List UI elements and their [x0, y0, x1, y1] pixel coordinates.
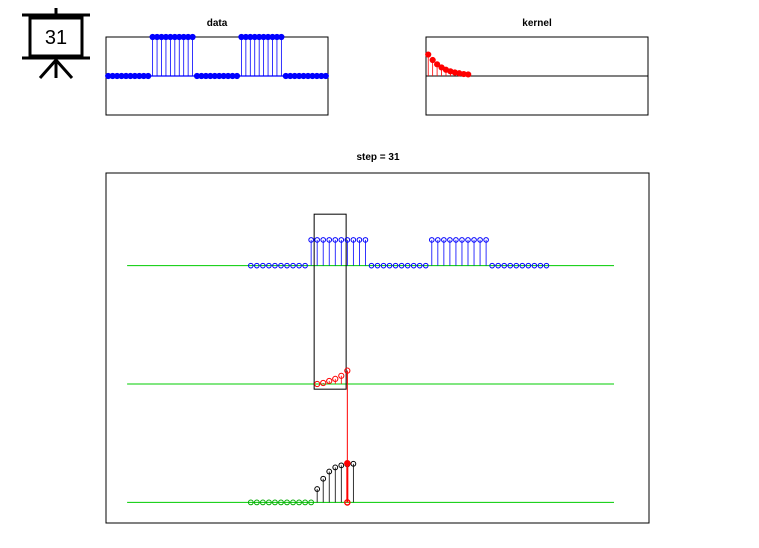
step-output-marker — [253, 499, 260, 506]
step-data-point-marker — [525, 262, 532, 269]
step-kernel-point-marker — [320, 379, 327, 387]
step-data-point-marker — [368, 262, 375, 269]
step-kernel-point-marker — [326, 377, 333, 385]
step-panel: step = 31 — [105, 152, 650, 524]
step-data-point-marker — [465, 237, 471, 243]
step-data-point-marker — [248, 262, 254, 269]
step-output-marker — [350, 460, 357, 467]
data-point-marker — [145, 72, 152, 80]
step-stem-series — [127, 213, 615, 506]
step-data-point-marker — [531, 262, 538, 269]
step-data-point-marker — [356, 237, 363, 243]
step-data-point-marker — [435, 237, 441, 243]
step-data-point-marker — [302, 262, 308, 269]
step-data-point-marker — [441, 237, 447, 243]
kernel-point-marker — [465, 71, 472, 78]
step-data-point-marker — [489, 262, 495, 269]
step-data-point-marker — [416, 262, 423, 269]
step-kernel-point-marker — [338, 372, 345, 379]
step-data-point-marker — [308, 237, 314, 243]
step-output-marker — [338, 462, 345, 469]
step-data-point-marker — [483, 237, 489, 243]
step-kernel-point-marker — [332, 375, 339, 382]
data-panel-title: data — [207, 18, 228, 29]
data-panel: data — [105, 18, 329, 116]
step-data-point-marker — [314, 237, 320, 243]
kernel-panel-title: kernel — [522, 18, 552, 29]
step-output-marker — [332, 464, 339, 471]
kernel-window-box — [313, 213, 347, 390]
step-data-point-marker — [410, 262, 417, 269]
step-kernel-point-marker — [314, 380, 321, 388]
step-data-point-marker — [459, 237, 465, 243]
step-data-point-marker — [326, 237, 333, 243]
step-data-point-marker — [429, 237, 435, 243]
step-data-point-marker — [404, 262, 411, 269]
step-data-point-marker — [296, 262, 302, 269]
step-data-point-marker — [495, 262, 501, 269]
step-output-marker — [247, 499, 254, 506]
step-data-point-marker — [260, 262, 266, 269]
data-point-marker — [189, 33, 196, 41]
step-output-marker — [284, 499, 290, 506]
step-output-marker — [272, 499, 278, 506]
step-data-point-marker — [362, 237, 369, 243]
step-data-point-marker — [380, 262, 387, 269]
data-point-marker — [278, 33, 285, 41]
current-output-marker — [344, 459, 351, 467]
data-point-marker — [233, 72, 241, 80]
step-data-point-marker — [284, 262, 290, 269]
step-output-marker — [290, 499, 296, 506]
step-panel-title: step = 31 — [356, 152, 400, 163]
step-data-point-marker — [278, 262, 284, 269]
step-data-point-marker — [513, 262, 520, 269]
step-data-point-marker — [344, 237, 351, 243]
step-output-marker — [266, 499, 272, 506]
step-output-marker — [296, 499, 302, 506]
step-data-point-marker — [453, 237, 459, 243]
kernel-stem-series — [425, 51, 472, 78]
kernel-point-marker — [425, 51, 432, 58]
step-data-point-marker — [320, 237, 327, 243]
step-output-marker — [326, 468, 333, 475]
step-data-point-marker — [254, 262, 260, 269]
kernel-panel: kernel — [425, 18, 649, 116]
presentation-board-icon — [22, 8, 90, 79]
step-data-point-marker — [507, 262, 514, 269]
step-output-marker — [314, 486, 321, 492]
step-data-point-marker — [543, 262, 550, 269]
step-data-point-marker — [447, 237, 453, 243]
step-output-marker — [278, 499, 284, 506]
step-data-point-marker — [519, 262, 526, 269]
step-data-point-marker — [290, 262, 296, 269]
step-data-point-marker — [422, 262, 429, 269]
step-data-point-marker — [471, 237, 477, 243]
step-data-point-marker — [338, 237, 345, 243]
step-output-marker — [259, 499, 266, 506]
step-data-point-marker — [392, 262, 399, 269]
data-stem-series — [105, 33, 329, 80]
step-data-point-marker — [501, 262, 508, 269]
step-plot-frame — [105, 172, 650, 524]
step-data-point-marker — [374, 262, 381, 269]
kernel-point-marker — [434, 61, 441, 68]
step-output-marker — [302, 499, 309, 506]
step-data-point-marker — [477, 237, 483, 243]
step-data-point-marker — [272, 262, 278, 269]
step-output-marker — [320, 475, 327, 482]
step-data-point-marker — [386, 262, 393, 269]
data-point-marker — [322, 72, 329, 80]
kernel-point-marker — [429, 56, 436, 64]
step-data-point-marker — [398, 262, 405, 269]
step-data-point-marker — [350, 237, 357, 243]
step-output-marker — [308, 499, 315, 506]
step-data-point-marker — [537, 262, 544, 269]
step-data-point-marker — [332, 237, 339, 243]
step-number-label: 31 — [45, 27, 67, 49]
step-data-point-marker — [266, 262, 272, 269]
